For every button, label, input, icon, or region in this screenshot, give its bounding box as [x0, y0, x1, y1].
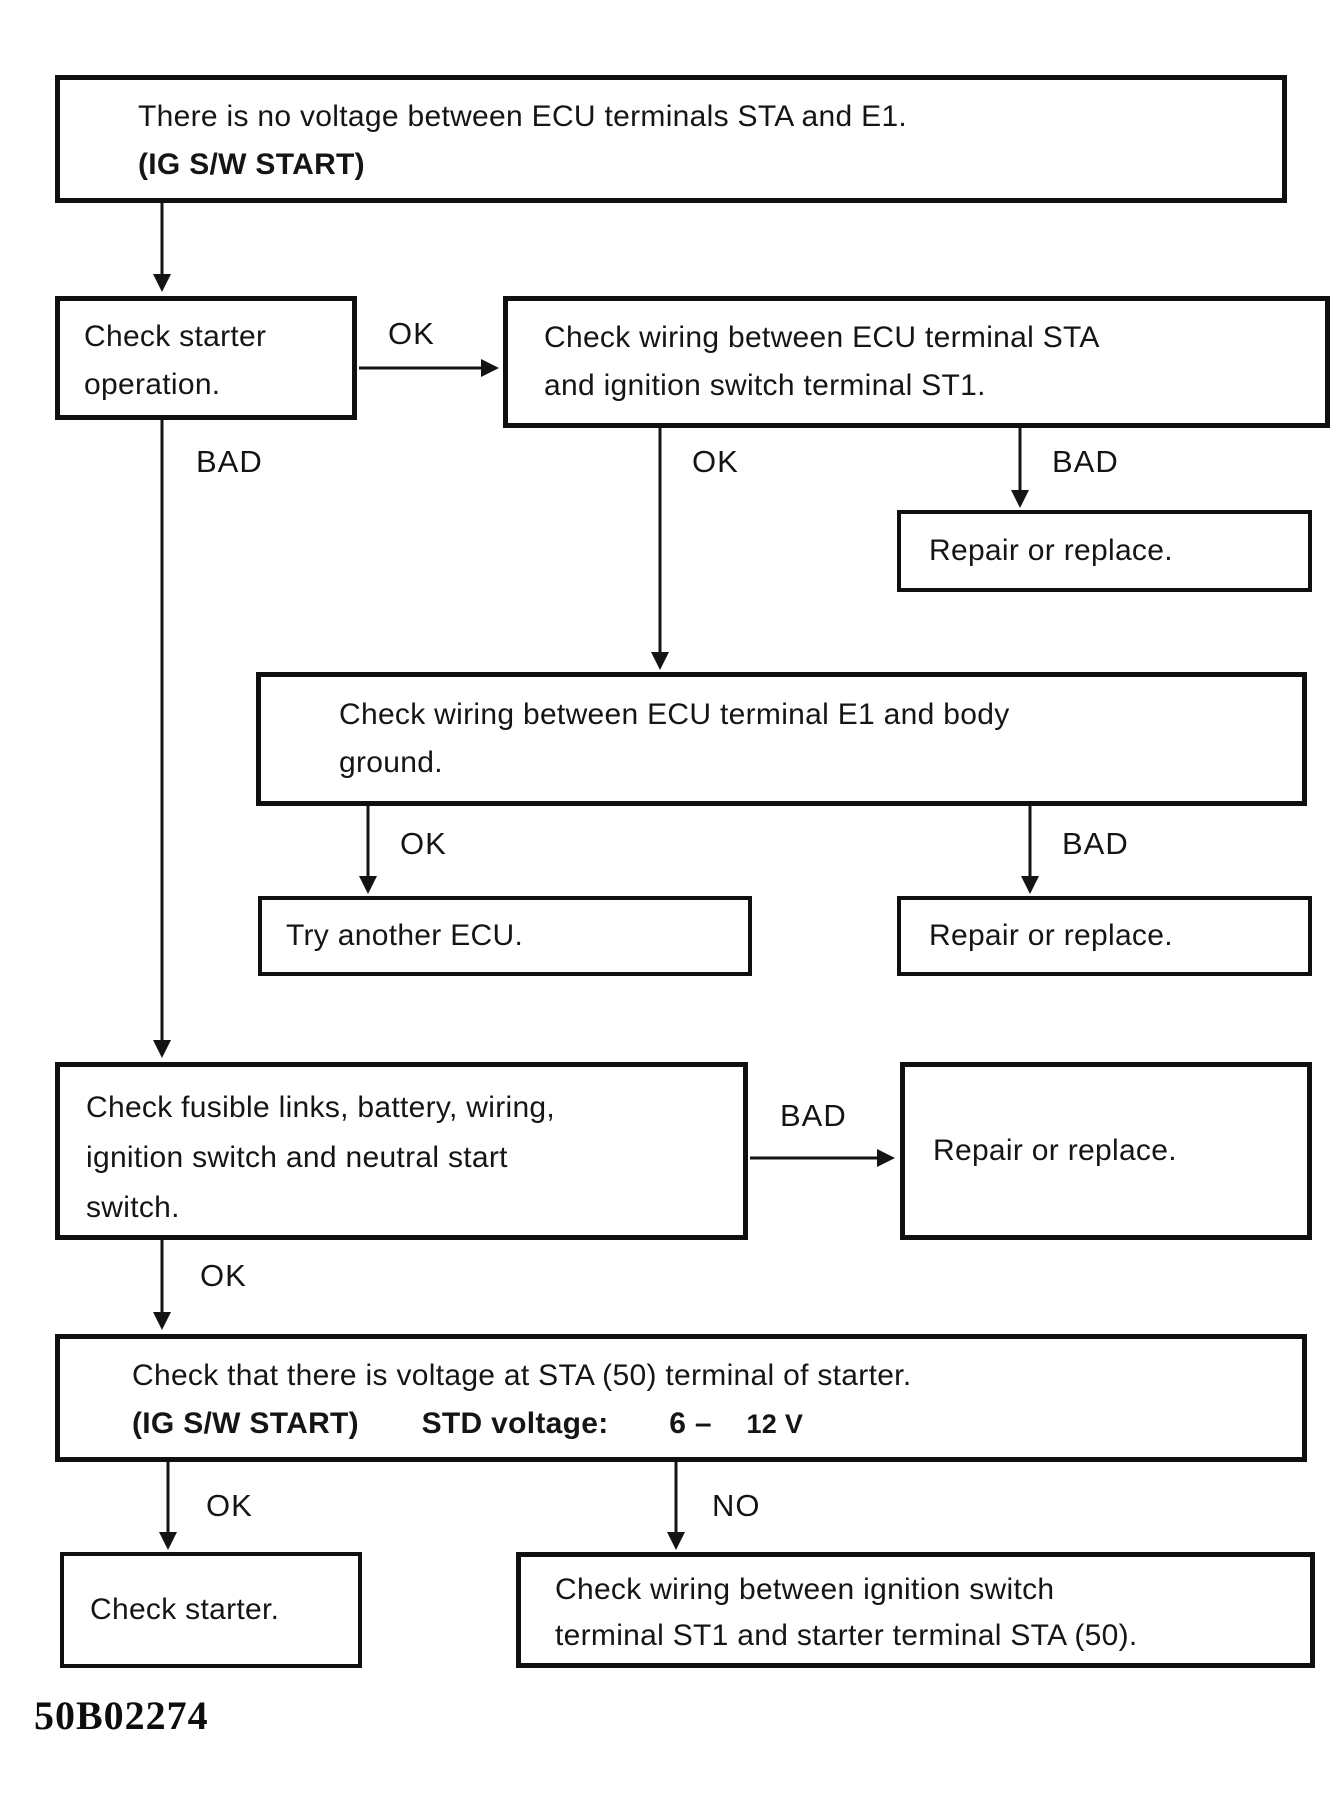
arrowhead-ok-to-try-another-ecu: [359, 876, 377, 894]
node-check-wiring-sta-line1: Check wiring between ECU terminal STA: [544, 321, 1100, 354]
node-repair-2: Repair or replace.: [897, 896, 1312, 976]
edge-label-ok4: OK: [200, 1258, 247, 1293]
node-check-voltage-condition: (IG S/W START): [132, 1407, 359, 1440]
node-check-wiring-ign-line2: terminal ST1 and starter terminal STA (5…: [555, 1619, 1138, 1652]
node-try-another-ecu: Try another ECU.: [258, 896, 752, 976]
node-check-voltage: Check that there is voltage at STA (50) …: [55, 1334, 1307, 1462]
node-start-line1: There is no voltage between ECU terminal…: [138, 100, 908, 133]
node-check-starter-text: Check starter.: [90, 1593, 280, 1626]
edge-label-bad3: BAD: [1062, 826, 1129, 861]
edge-label-ok1: OK: [388, 316, 435, 351]
node-check-fusible-line2: ignition switch and neutral start: [86, 1141, 508, 1174]
node-repair-3: Repair or replace.: [900, 1062, 1312, 1240]
node-check-starter: Check starter.: [60, 1552, 362, 1668]
arrowhead-bad-to-check-fusible: [153, 1040, 171, 1058]
edge-label-bad4: BAD: [780, 1098, 847, 1133]
arrowhead-bad-to-repair-2: [1021, 876, 1039, 894]
node-start: There is no voltage between ECU terminal…: [55, 75, 1287, 203]
node-try-another-ecu-text: Try another ECU.: [286, 919, 524, 952]
node-check-voltage-std-value-a: 6 –: [669, 1407, 712, 1440]
node-check-fusible-line3: switch.: [86, 1191, 180, 1224]
node-check-wiring-e1-line2: ground.: [339, 746, 443, 779]
node-check-wiring-e1: Check wiring between ECU terminal E1 and…: [256, 672, 1307, 806]
node-check-wiring-sta: Check wiring between ECU terminal STA an…: [503, 296, 1330, 428]
node-check-starter-operation: Check starter operation.: [55, 296, 357, 420]
edge-label-bad1: BAD: [196, 444, 263, 479]
edge-label-ok3: OK: [400, 826, 447, 861]
node-repair-2-text: Repair or replace.: [929, 919, 1173, 952]
edge-label-bad2: BAD: [1052, 444, 1119, 479]
arrowhead-ok-to-check-voltage: [153, 1312, 171, 1330]
edge-label-no1: NO: [712, 1488, 761, 1523]
edge-label-ok2: OK: [692, 444, 739, 479]
node-check-voltage-line1: Check that there is voltage at STA (50) …: [132, 1359, 912, 1392]
node-check-voltage-std-value-b: 12 V: [746, 1409, 804, 1439]
node-check-voltage-std-label: STD voltage:: [421, 1407, 609, 1440]
node-repair-3-text: Repair or replace.: [933, 1134, 1177, 1167]
arrowhead-start-to-check-starter-operation: [153, 274, 171, 292]
node-check-fusible: Check fusible links, battery, wiring, ig…: [55, 1062, 748, 1240]
node-check-wiring-ign-line1: Check wiring between ignition switch: [555, 1573, 1055, 1606]
arrowhead-no-to-check-wiring-ign: [667, 1532, 685, 1550]
arrowhead-ok-to-check-starter: [159, 1532, 177, 1550]
node-repair-1-text: Repair or replace.: [929, 534, 1173, 567]
arrowhead-bad-to-repair-1: [1011, 490, 1029, 508]
edge-label-ok5: OK: [206, 1488, 253, 1523]
node-check-wiring-e1-line1: Check wiring between ECU terminal E1 and…: [339, 698, 1010, 731]
node-check-fusible-line1: Check fusible links, battery, wiring,: [86, 1091, 556, 1124]
node-start-line2: (IG S/W START): [138, 148, 365, 181]
node-check-wiring-sta-line2: and ignition switch terminal ST1.: [544, 369, 986, 402]
node-check-starter-operation-text: Check starter operation.: [84, 320, 267, 401]
arrowhead-ok-to-check-wiring-e1: [651, 652, 669, 670]
figure-code: 50B02274: [34, 1693, 209, 1738]
node-check-voltage-line2: (IG S/W START) STD voltage: 6 – 12 V: [132, 1400, 1292, 1448]
node-check-wiring-ign: Check wiring between ignition switch ter…: [516, 1552, 1315, 1668]
arrowhead-ok-to-check-wiring-sta: [481, 359, 499, 377]
node-repair-1: Repair or replace.: [897, 510, 1312, 592]
arrowhead-bad-to-repair-3: [877, 1149, 895, 1167]
